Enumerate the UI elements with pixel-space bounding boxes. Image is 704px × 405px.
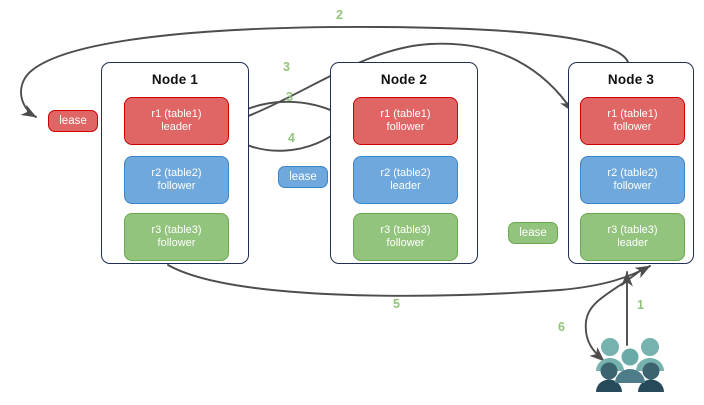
edge-label-5: 5 (393, 297, 400, 311)
edge-label-3b: 3 (286, 90, 293, 104)
replica-name: r2 (table2) (380, 166, 431, 179)
edge-label-4: 4 (288, 131, 295, 145)
replica-name: r1 (table1) (380, 107, 431, 120)
replica-role: leader (390, 180, 421, 192)
replica-role: follower (613, 180, 652, 192)
replica-name: r3 (table3) (607, 223, 658, 236)
edge-label-2: 2 (336, 8, 343, 22)
replica-name: r2 (table2) (607, 166, 658, 179)
replica-role: follower (386, 121, 425, 133)
replica-n2r1[interactable]: r1 (table1) follower (353, 97, 458, 145)
node-title-node2: Node 2 (380, 72, 428, 87)
replica-n3r3[interactable]: r3 (table3) leader (580, 213, 685, 261)
edge-label-6: 6 (558, 320, 565, 334)
replica-role: follower (157, 237, 196, 249)
replica-n3r1[interactable]: r1 (table1) follower (580, 97, 685, 145)
replica-role: follower (386, 237, 425, 249)
lease-badge-r1[interactable]: lease (48, 110, 98, 132)
node-card-node3[interactable]: Node 3 r1 (table1) follower r2 (table2) … (568, 62, 694, 264)
node-title-node3: Node 3 (607, 72, 655, 87)
replica-n1r2[interactable]: r2 (table2) follower (124, 156, 229, 204)
lease-badge-r2[interactable]: lease (278, 166, 328, 188)
edge-label-1: 1 (637, 298, 644, 312)
node-card-node2[interactable]: Node 2 r1 (table1) follower r2 (table2) … (330, 62, 478, 264)
replica-role: follower (613, 121, 652, 133)
replica-role: follower (157, 180, 196, 192)
users-icon (592, 333, 668, 393)
edge-5-node1-to-node3 (167, 264, 651, 297)
replica-role: leader (161, 121, 192, 133)
replica-name: r3 (table3) (380, 223, 431, 236)
replica-name: r3 (table3) (151, 223, 202, 236)
replica-name: r1 (table1) (607, 107, 658, 120)
replica-n2r2[interactable]: r2 (table2) leader (353, 156, 458, 204)
lease-badge-r3[interactable]: lease (508, 222, 558, 244)
replica-name: r2 (table2) (151, 166, 202, 179)
node-card-node1[interactable]: Node 1 r1 (table1) leader r2 (table2) fo… (101, 62, 249, 264)
node-title-node1: Node 1 (151, 72, 199, 87)
replica-n1r1[interactable]: r1 (table1) leader (124, 97, 229, 145)
replica-n1r3[interactable]: r3 (table3) follower (124, 213, 229, 261)
replica-role: leader (617, 237, 648, 249)
replica-name: r1 (table1) (151, 107, 202, 120)
replica-n2r3[interactable]: r3 (table3) follower (353, 213, 458, 261)
replica-n3r2[interactable]: r2 (table2) follower (580, 156, 685, 204)
edge-label-3a: 3 (283, 60, 290, 74)
